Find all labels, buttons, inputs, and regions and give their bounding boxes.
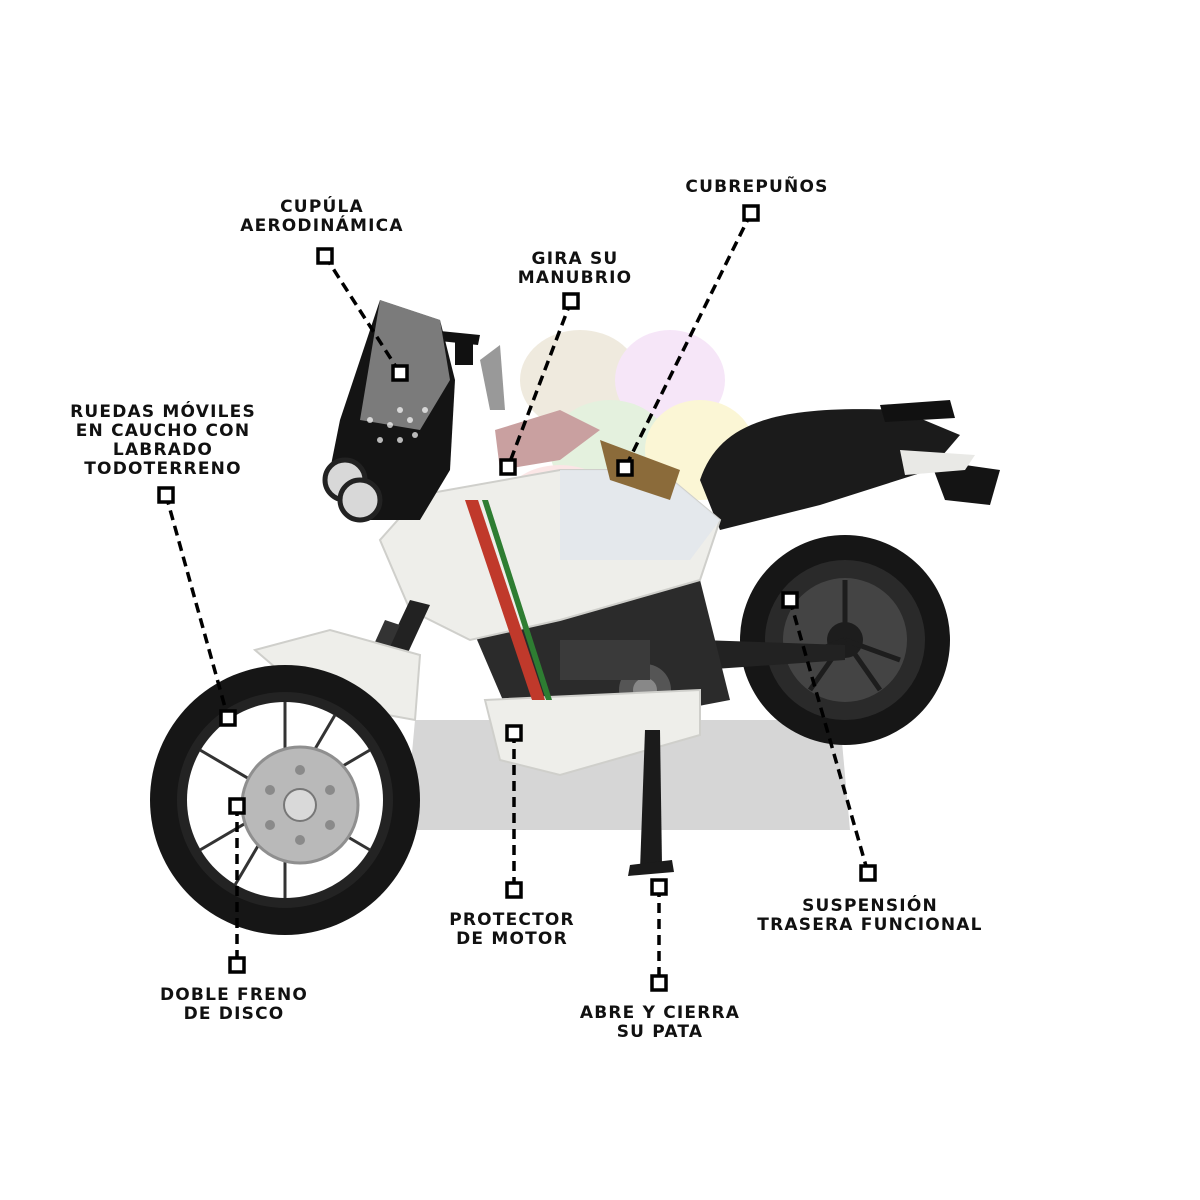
marker-cubrepunos-end <box>616 459 634 477</box>
marker-protector-start <box>505 724 523 742</box>
front-wheel <box>150 665 420 935</box>
callout-cubrepunos: CUBREPUÑOS <box>685 177 829 197</box>
marker-ruedas-end <box>219 709 237 727</box>
leader-line-ruedas <box>164 494 230 719</box>
marker-cubrepunos-start <box>742 204 760 222</box>
marker-pata-start <box>650 878 668 896</box>
marker-ruedas-start <box>157 486 175 504</box>
engine-guard <box>483 688 701 777</box>
leader-line-cupula <box>323 255 402 374</box>
rear-wheel <box>740 535 950 745</box>
marker-suspension-end <box>859 864 877 882</box>
marker-cupula-start <box>316 247 334 265</box>
fairing <box>322 300 455 523</box>
kickstand <box>640 730 662 870</box>
seat <box>700 400 1000 530</box>
marker-freno-start <box>228 797 246 815</box>
marker-suspension-start <box>781 591 799 609</box>
fuel-tank <box>378 469 722 700</box>
marker-freno-end <box>228 956 246 974</box>
marker-manubrio-end <box>499 458 517 476</box>
marker-protector-end <box>505 881 523 899</box>
leader-line-manubrio <box>506 300 573 468</box>
marker-manubrio-start <box>562 292 580 310</box>
marker-cupula-end <box>391 364 409 382</box>
marker-pata-end <box>650 974 668 992</box>
